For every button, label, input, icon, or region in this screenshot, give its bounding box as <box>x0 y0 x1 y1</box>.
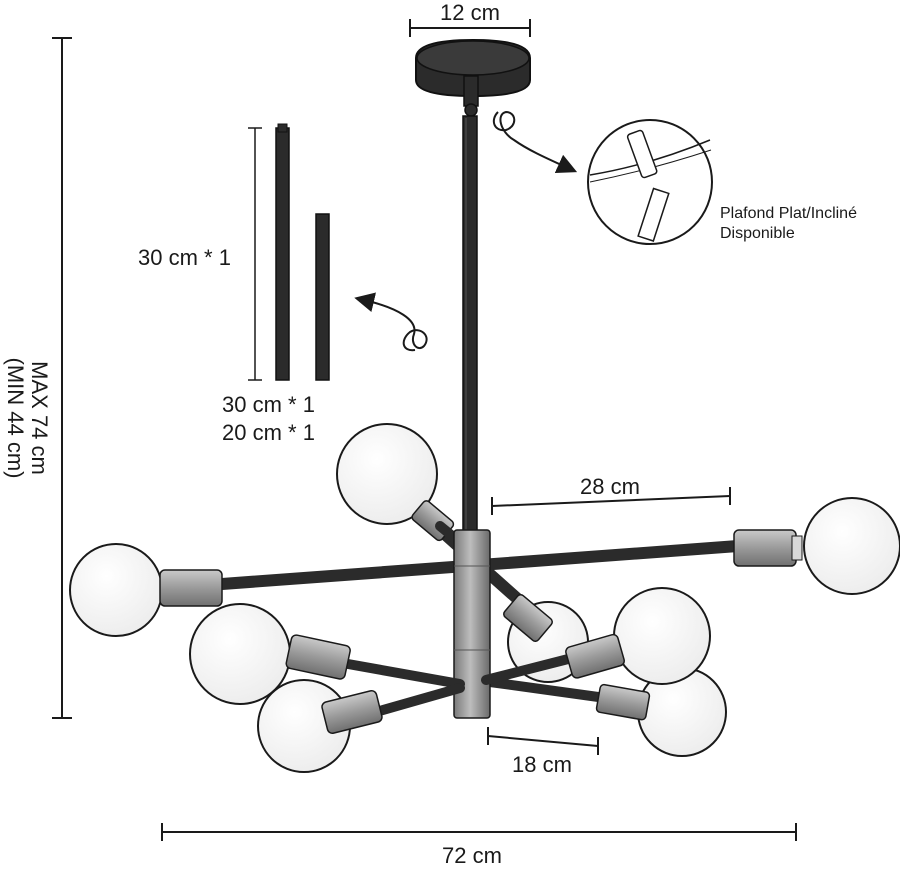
total-width-dimension: 72 cm <box>161 823 797 868</box>
left-light <box>69 543 223 637</box>
bulb <box>69 543 163 637</box>
rod-30cm <box>275 127 290 381</box>
socket <box>733 529 797 567</box>
socket <box>565 633 625 679</box>
ceiling-note-line1: Plafond Plat/Incliné <box>720 205 857 222</box>
total-width-label: 72 cm <box>442 843 502 868</box>
socket <box>321 690 383 734</box>
arm-span-label: 28 cm <box>580 474 640 499</box>
bulb <box>336 423 438 525</box>
canopy-width-dimension: 12 cm <box>409 0 531 37</box>
height-max-label: MAX 74 cm <box>27 361 52 475</box>
rod-length-label: 30 cm * 1 <box>138 245 231 270</box>
lower-left-light <box>257 679 465 773</box>
socket <box>159 569 223 607</box>
height-min-label: (MIN 44 cm) <box>3 358 28 479</box>
socket <box>595 683 651 721</box>
upper-left-light <box>336 423 467 549</box>
right-light <box>733 497 900 595</box>
ceiling-note-line2: Disponible <box>720 225 795 242</box>
extension-rods: 30 cm * 1 30 cm * 1 20 cm * 1 <box>138 123 330 445</box>
socket <box>503 594 553 642</box>
rod-20cm <box>315 213 330 381</box>
socket <box>285 634 351 680</box>
arm-span-dimension: 28 cm <box>491 474 731 515</box>
curly-arrow-detail <box>492 110 578 173</box>
lower-span-dimension: 18 cm <box>487 727 599 777</box>
included-rod-20-label: 20 cm * 1 <box>222 420 315 445</box>
canopy-width-label: 12 cm <box>440 0 500 25</box>
mid-left-light <box>189 603 465 705</box>
lower-span-label: 18 cm <box>512 752 572 777</box>
sloped-ceiling-detail: Plafond Plat/Incliné Disponible <box>587 119 857 245</box>
height-dimension: MAX 74 cm (MIN 44 cm) <box>3 37 72 719</box>
central-hub <box>453 529 491 719</box>
curly-arrow-rods <box>354 292 428 352</box>
included-rod-30-label: 30 cm * 1 <box>222 392 315 417</box>
bulb <box>613 587 711 685</box>
bulb <box>803 497 900 595</box>
ceiling-canopy <box>415 38 531 117</box>
mid-right-light <box>481 587 711 685</box>
bulb <box>189 603 291 705</box>
main-rod <box>462 115 478 535</box>
